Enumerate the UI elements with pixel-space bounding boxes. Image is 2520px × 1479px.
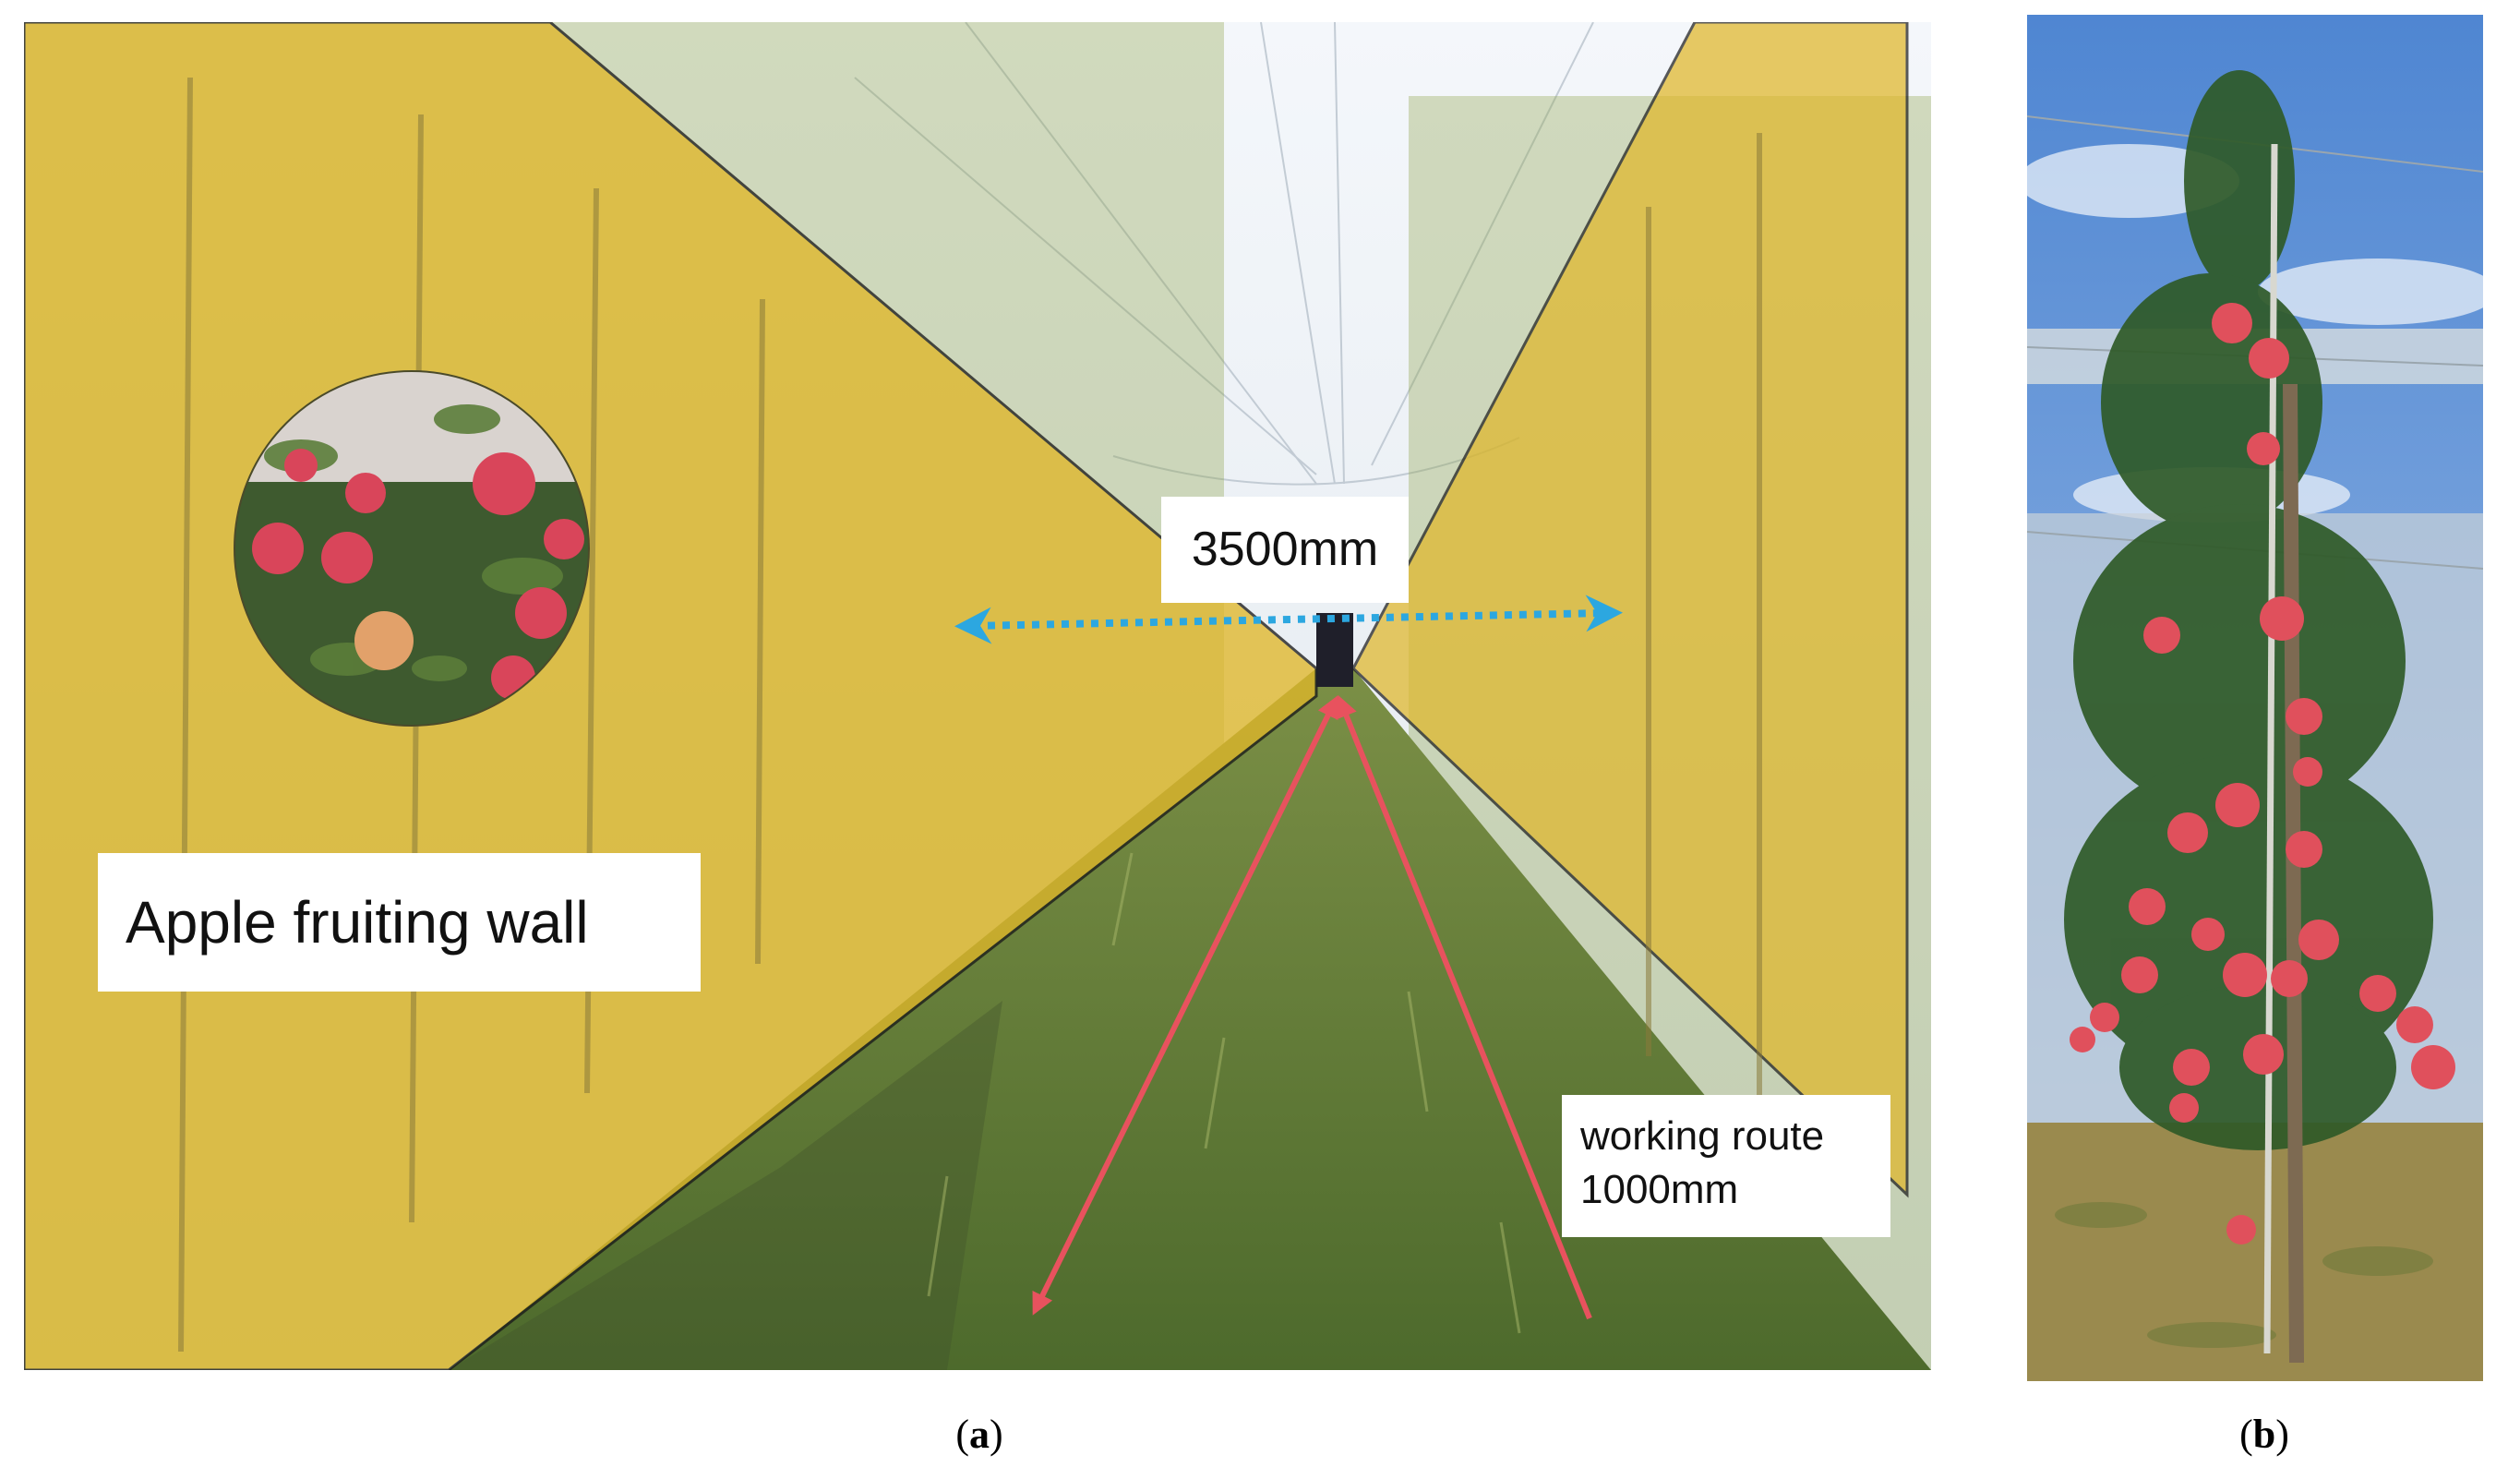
- panel-b-letter: b: [2252, 1412, 2276, 1457]
- tree-trunk: [2283, 383, 2304, 1364]
- working-route-text: working route: [1580, 1113, 1825, 1159]
- route-arrow-right: [1336, 694, 1592, 1320]
- tree-foliage: [2064, 70, 2433, 1150]
- working-route-label: working route 1000mm: [1562, 1095, 1890, 1237]
- route-arrow-left: [1032, 695, 1338, 1316]
- vanishing-point-marker: [1316, 613, 1353, 687]
- apple-tree-scene: [2027, 15, 2483, 1381]
- apple-tree-photo: [2027, 15, 2483, 1381]
- fruiting-wall-right-overlay: [1351, 22, 1909, 1198]
- apples: [2070, 303, 2455, 1245]
- tree-trunks: [178, 77, 1762, 1353]
- row-spacing-label: 3500mm: [1161, 497, 1409, 603]
- ground-shadow: [449, 1001, 1002, 1370]
- grass-texture: [2055, 1202, 2433, 1348]
- hail-net: [854, 22, 1594, 486]
- working-route-width: 1000mm: [1580, 1167, 1739, 1212]
- fruiting-wall-label: Apple fruiting wall: [98, 853, 701, 992]
- inset-border: [234, 370, 590, 727]
- panel-a-letter: a: [969, 1412, 990, 1457]
- row-spacing-arrow: [954, 595, 1623, 644]
- panel-a-caption: (a): [955, 1412, 1003, 1457]
- panel-b-caption: (b): [2239, 1412, 2289, 1457]
- apple-closeup-inset: [234, 371, 589, 726]
